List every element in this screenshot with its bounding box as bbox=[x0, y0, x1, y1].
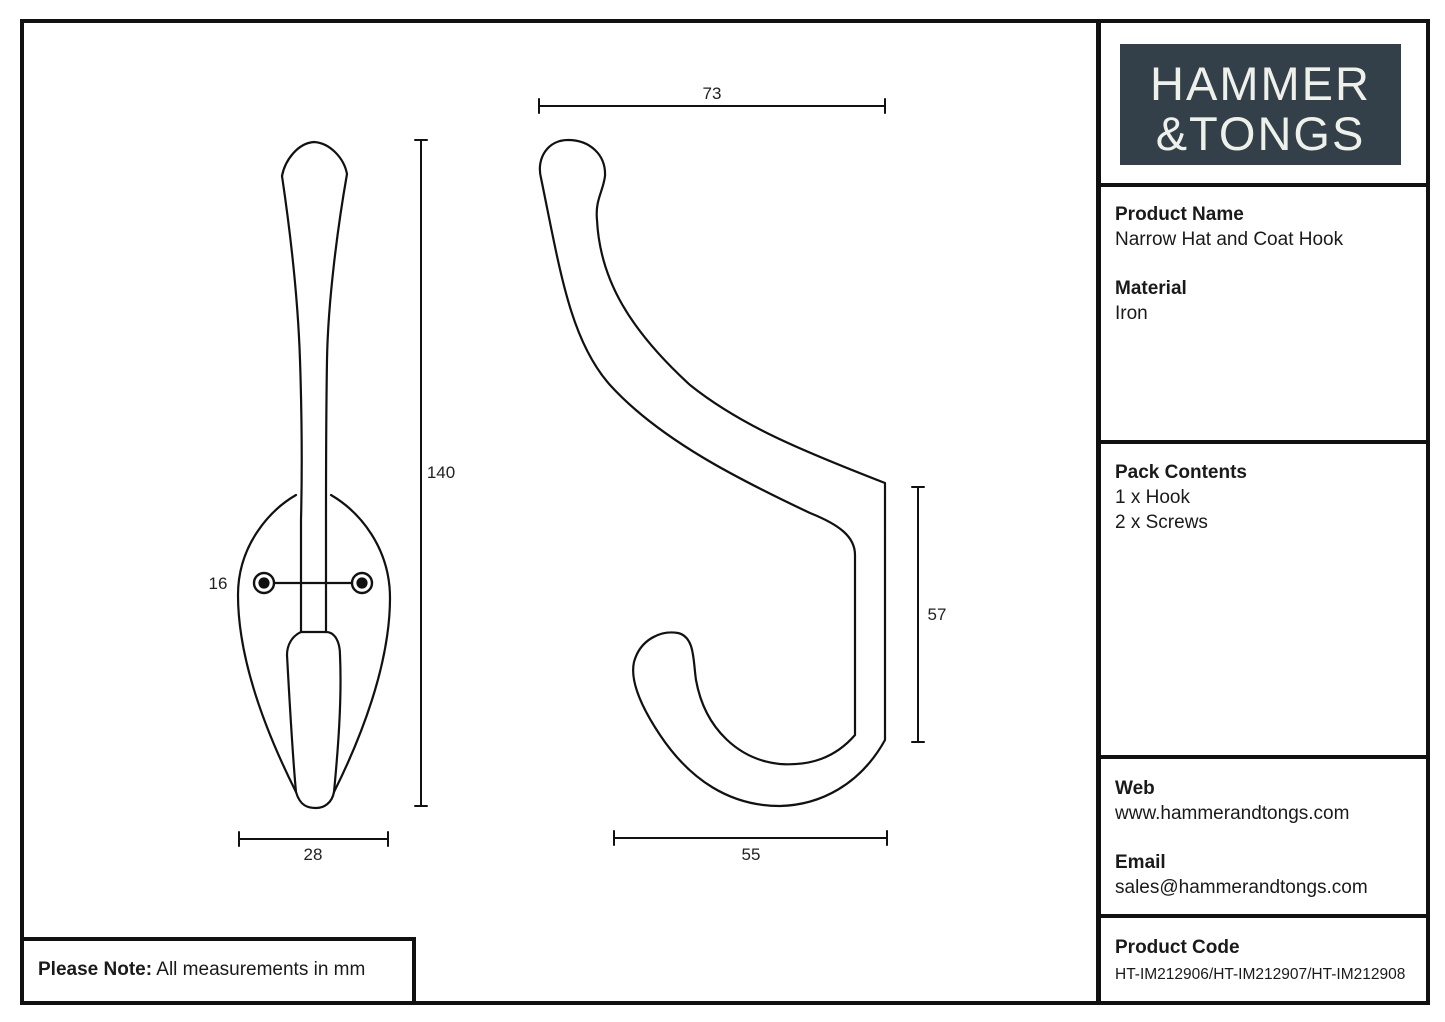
note-text: All measurements in mm bbox=[156, 959, 366, 980]
email-link[interactable]: sales@hammerandtongs.com bbox=[1115, 877, 1368, 898]
dim-front-height: 140 bbox=[427, 463, 455, 482]
note-box bbox=[20, 937, 416, 1001]
divider-pack bbox=[1098, 755, 1426, 759]
front-lower-arm bbox=[285, 630, 342, 810]
web-label: Web bbox=[1115, 778, 1155, 799]
email-label: Email bbox=[1115, 852, 1166, 873]
dim-side-top-width: 73 bbox=[703, 84, 722, 103]
logo-line-2: &TONGS bbox=[1155, 107, 1366, 160]
panel-divider bbox=[1096, 19, 1101, 1001]
divider-material bbox=[1098, 440, 1426, 444]
front-view-hook bbox=[236, 140, 392, 810]
divider-logo bbox=[1098, 183, 1426, 187]
pack-contents-label: Pack Contents bbox=[1115, 462, 1247, 483]
front-upper-arm bbox=[280, 140, 349, 634]
front-dimensions bbox=[238, 139, 428, 847]
divider-contact bbox=[1098, 914, 1426, 918]
side-view-hook bbox=[538, 138, 887, 808]
pack-item: 1 x Hook bbox=[1115, 487, 1190, 508]
dim-side-hook-height: 57 bbox=[928, 605, 947, 624]
product-code-value: HT-IM212906/HT-IM212907/HT-IM212908 bbox=[1115, 966, 1406, 983]
side-hook-outline bbox=[538, 138, 887, 808]
drawing-frame bbox=[20, 19, 1430, 1005]
dim-front-width: 28 bbox=[304, 845, 323, 864]
product-name-value: Narrow Hat and Coat Hook bbox=[1115, 229, 1344, 250]
logo-line-1: HAMMER bbox=[1150, 57, 1371, 110]
note-label: Please Note: bbox=[38, 959, 153, 980]
dim-screw-spacing: 16 bbox=[209, 574, 228, 593]
product-code-label: Product Code bbox=[1115, 937, 1240, 958]
pack-item: 2 x Screws bbox=[1115, 512, 1208, 533]
material-value: Iron bbox=[1115, 303, 1148, 324]
front-backplate bbox=[236, 493, 298, 794]
brand-logo: HAMMER &TONGS bbox=[1120, 44, 1401, 165]
side-dimensions bbox=[538, 98, 925, 846]
web-link[interactable]: www.hammerandtongs.com bbox=[1115, 803, 1350, 824]
measurement-note: Please Note: All measurements in mm bbox=[38, 959, 365, 981]
material-label: Material bbox=[1115, 278, 1187, 299]
product-name-label: Product Name bbox=[1115, 204, 1244, 225]
dim-side-bottom-width: 55 bbox=[742, 845, 761, 864]
